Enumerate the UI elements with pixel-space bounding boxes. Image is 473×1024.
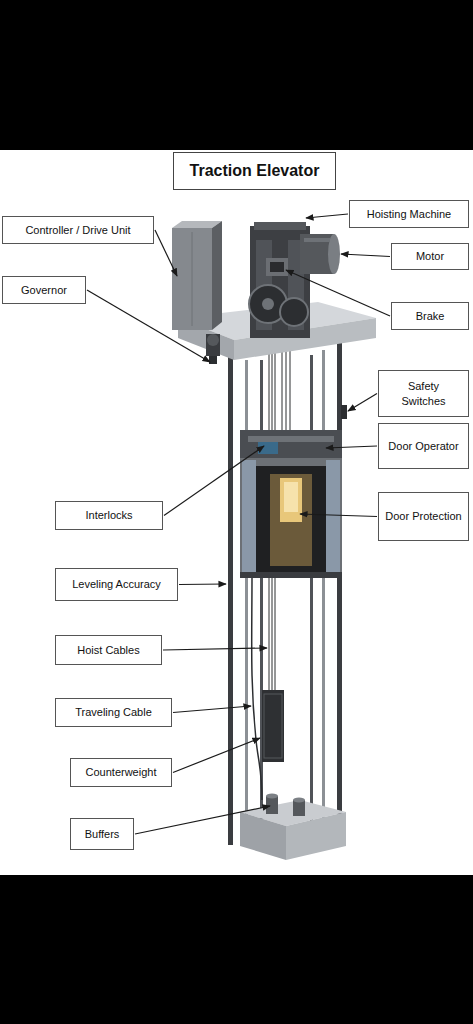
leader-line xyxy=(173,738,260,773)
leader-line xyxy=(135,806,270,834)
diagram-title: Traction Elevator xyxy=(190,162,320,180)
leader-line xyxy=(87,290,210,362)
callout-box: Brake xyxy=(391,302,469,330)
part-label: Counterweight xyxy=(86,765,157,780)
part-label: Hoisting Machine xyxy=(367,207,451,222)
title-box: Traction Elevator xyxy=(173,152,336,190)
bottom-black-band xyxy=(0,875,473,1024)
leader-line xyxy=(164,446,264,516)
callout-box: Door Operator xyxy=(378,423,469,469)
part-label: Safety Switches xyxy=(385,379,462,409)
leader-line xyxy=(163,648,267,650)
callout-box: Safety Switches xyxy=(378,370,469,417)
leader-line xyxy=(155,230,177,276)
part-label: Governor xyxy=(21,283,67,298)
callout-box: Door Protection xyxy=(378,492,469,541)
controller-cabinet xyxy=(172,221,222,330)
part-label: Door Protection xyxy=(385,509,461,524)
buffers xyxy=(266,794,305,817)
callout-box: Hoist Cables xyxy=(55,635,162,665)
top-black-band xyxy=(0,0,473,150)
callout-box: Counterweight xyxy=(70,758,172,787)
leader-line xyxy=(326,446,377,448)
safety-switch xyxy=(341,405,347,419)
callout-box: Controller / Drive Unit xyxy=(2,216,154,244)
part-label: Interlocks xyxy=(85,508,132,523)
motor xyxy=(300,234,340,274)
callout-box: Buffers xyxy=(70,818,134,850)
leader-line xyxy=(348,394,377,412)
leader-line xyxy=(341,254,390,257)
part-label: Leveling Accuracy xyxy=(72,577,161,592)
part-label: Hoist Cables xyxy=(77,643,139,658)
leader-line xyxy=(173,706,251,713)
part-label: Door Operator xyxy=(388,439,458,454)
callout-box: Motor xyxy=(391,243,469,270)
callout-box: Governor xyxy=(2,276,86,304)
governor xyxy=(206,334,220,364)
callout-box: Hoisting Machine xyxy=(349,200,469,228)
part-label: Brake xyxy=(416,309,445,324)
leader-line xyxy=(179,583,226,585)
leader-line xyxy=(286,270,390,316)
traveling-cable xyxy=(252,575,262,800)
leader-line xyxy=(300,514,377,517)
part-label: Motor xyxy=(416,249,444,264)
shaft-frame xyxy=(228,335,342,845)
callout-box: Interlocks xyxy=(55,501,163,530)
part-label: Controller / Drive Unit xyxy=(25,223,130,238)
part-label: Traveling Cable xyxy=(75,705,152,720)
callout-box: Leveling Accuracy xyxy=(55,568,178,601)
leader-line xyxy=(306,214,348,218)
callout-box: Traveling Cable xyxy=(55,698,172,727)
part-label: Buffers xyxy=(85,827,120,842)
counterweight xyxy=(262,690,284,762)
